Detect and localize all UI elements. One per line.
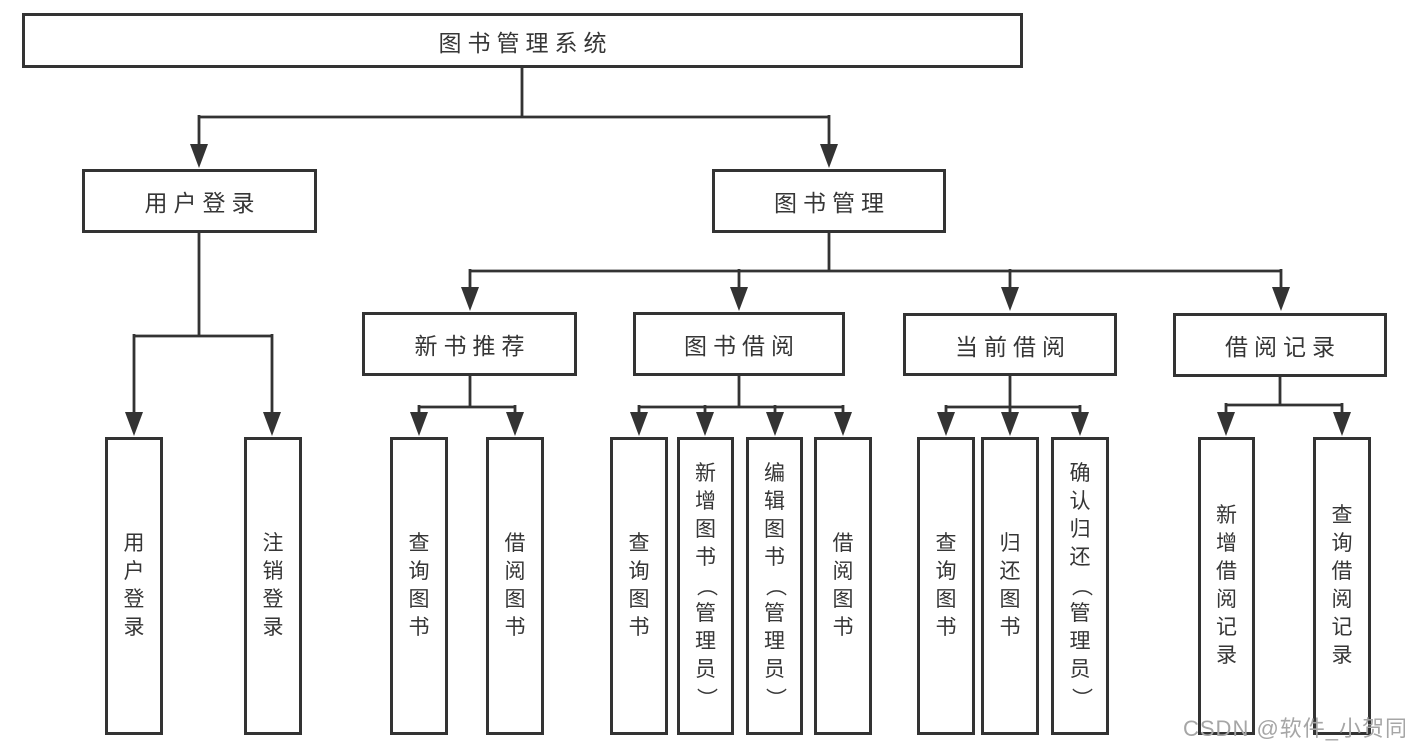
node-book-management: 图书管理 xyxy=(712,169,946,233)
leaf-current-query-books: 查询图书 xyxy=(917,437,975,735)
csdn-watermark: CSDN @软件_小贺同学 xyxy=(1183,716,1405,741)
leaf-user-login: 用户登录 xyxy=(105,437,163,735)
node-user-login: 用户登录 xyxy=(82,169,317,233)
node-book-borrowing: 图书借阅 xyxy=(633,312,845,376)
node-root-system: 图书管理系统 xyxy=(22,13,1023,68)
node-borrow-records: 借阅记录 xyxy=(1173,313,1387,377)
leaf-borrowing-add-books-admin: 新增图书（管理员） xyxy=(677,437,734,735)
leaf-records-add-record: 新增借阅记录 xyxy=(1198,437,1255,735)
node-current-borrowing: 当前借阅 xyxy=(903,313,1117,376)
leaf-borrowing-edit-books-admin: 编辑图书（管理员） xyxy=(746,437,803,735)
leaf-current-confirm-return-admin: 确认归还（管理员） xyxy=(1051,437,1109,735)
leaf-borrowing-borrow-books: 借阅图书 xyxy=(814,437,872,735)
leaf-records-query-record: 查询借阅记录 xyxy=(1313,437,1371,735)
arrowhead-icons xyxy=(125,144,1351,436)
leaf-borrowing-query-books: 查询图书 xyxy=(610,437,668,735)
leaf-newbook-query-books: 查询图书 xyxy=(390,437,448,735)
leaf-logout: 注销登录 xyxy=(244,437,302,735)
node-new-book-recommend: 新书推荐 xyxy=(362,312,577,376)
leaf-newbook-borrow-books: 借阅图书 xyxy=(486,437,544,735)
leaf-current-return-books: 归还图书 xyxy=(981,437,1039,735)
